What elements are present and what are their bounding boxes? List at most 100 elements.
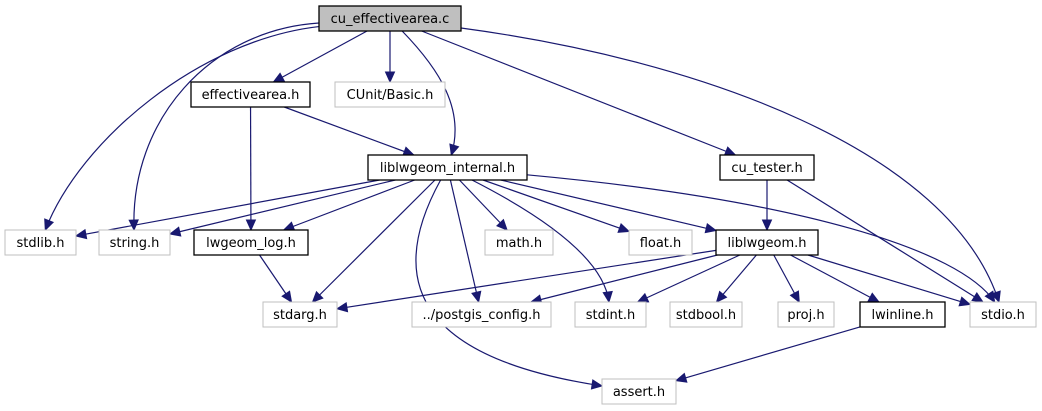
node-box [628, 229, 693, 256]
edge-liblwgeom-to-stdint [637, 254, 741, 303]
arrowhead-lwinline-to-assert [674, 372, 688, 383]
edge-internal-to-lwlog [283, 179, 415, 231]
node-assert: assert.h [601, 378, 677, 405]
node-label: stdint.h [586, 308, 635, 323]
node-cutester[interactable]: cu_tester.h [719, 154, 815, 181]
node-liblwgeom[interactable]: liblwgeom.h [715, 229, 819, 256]
node-label: liblwgeom_internal.h [380, 161, 515, 176]
edge-internal-to-stdint [471, 179, 610, 303]
edge-internal-to-liblwgeom [500, 179, 717, 232]
arrowhead-internal-to-assert [590, 379, 604, 390]
node-box [969, 301, 1037, 328]
node-label: ../postgis_config.h [422, 308, 540, 323]
node-box [367, 154, 528, 181]
edge-internal-to-float [482, 179, 630, 232]
node-label: CUnit/Basic.h [347, 88, 434, 103]
node-label: liblwgeom.h [728, 236, 807, 251]
node-float: float.h [628, 229, 693, 256]
arrowhead-lwlog-to-stdarg [281, 290, 293, 304]
node-internal[interactable]: liblwgeom_internal.h [367, 154, 528, 181]
node-label: stdarg.h [273, 308, 327, 323]
node-string: string.h [98, 229, 171, 256]
edge-internal-to-stdio [526, 174, 996, 303]
arrowhead-internal-to-stdint [602, 290, 613, 304]
node-label: stdbool.h [676, 308, 736, 323]
edge-liblwgeom-to-pgconfig [530, 254, 718, 303]
arrowhead-root-to-effectivearea [272, 72, 286, 83]
arrowhead-internal-to-stdarg [311, 290, 324, 303]
edge-root-to-string [133, 22, 320, 231]
node-box [601, 378, 677, 405]
node-lwlog[interactable]: lwgeom_log.h [193, 229, 309, 256]
node-label: stdlib.h [17, 236, 65, 251]
node-box [777, 301, 835, 328]
node-label: lwinline.h [872, 308, 934, 323]
arrowhead-root-to-stdlib [44, 218, 55, 232]
node-lwinline[interactable]: lwinline.h [859, 301, 946, 328]
node-label: proj.h [787, 308, 824, 323]
arrowhead-liblwgeom-to-proj [789, 290, 800, 304]
arrowhead-internal-to-stdlib [74, 228, 88, 240]
node-cunit: CUnit/Basic.h [334, 81, 446, 108]
arrowhead-cutester-to-liblwgeom [761, 219, 773, 232]
node-stdio: stdio.h [969, 301, 1037, 328]
node-stdlib: stdlib.h [4, 229, 77, 256]
edge-liblwgeom-to-stdarg [336, 249, 717, 310]
node-box [715, 229, 819, 256]
edge-liblwgeom-to-stdio [807, 254, 971, 306]
node-label: lwgeom_log.h [206, 236, 296, 251]
arrowhead-internal-to-pgconfig [471, 290, 482, 304]
node-box [4, 229, 77, 256]
arrowhead-liblwgeom-to-stdarg [335, 301, 349, 313]
arrowhead-root-to-cunit [384, 71, 396, 84]
node-label: stdio.h [981, 308, 1025, 323]
arrowhead-internal-to-math [496, 218, 508, 231]
arrowhead-internal-to-stdio [984, 290, 996, 304]
edge-root-to-effectivearea [273, 30, 368, 83]
edge-root-to-stdio [460, 27, 1000, 303]
edge-liblwgeom-to-lwinline [790, 254, 880, 303]
node-stdbool: stdbool.h [669, 301, 743, 328]
edge-internal-to-string [169, 179, 396, 235]
edges-layer [44, 22, 1001, 390]
node-label: float.h [640, 236, 682, 251]
node-box [262, 301, 338, 328]
node-box [411, 301, 552, 328]
node-label: string.h [110, 236, 160, 251]
node-label: effectivearea.h [202, 88, 300, 103]
edge-root-to-cutester [421, 30, 736, 156]
nodes-layer: cu_effectivearea.c effectivearea.h CUnit/B… [4, 5, 1037, 405]
node-box [190, 81, 311, 108]
arrowhead-effectivearea-to-lwlog [245, 219, 257, 232]
node-box [193, 229, 309, 256]
arrowhead-root-to-cutester [723, 146, 737, 157]
arrowhead-internal-to-string [168, 226, 182, 237]
edge-root-to-internal [401, 30, 456, 156]
node-pgconfig: ../postgis_config.h [411, 301, 552, 328]
edge-effectivearea-to-internal [284, 106, 414, 156]
node-label: cu_effectivearea.c [331, 12, 450, 27]
node-box [318, 5, 462, 32]
node-box [484, 229, 554, 256]
node-box [669, 301, 743, 328]
node-proj: proj.h [777, 301, 835, 328]
arrowhead-cutester-to-stdio [971, 291, 984, 303]
node-label: math.h [496, 236, 542, 251]
edge-cutester-to-stdio [786, 179, 984, 303]
arrowhead-internal-to-float [617, 222, 631, 233]
node-box [334, 81, 446, 108]
edge-internal-to-math [458, 179, 508, 231]
node-stdarg: stdarg.h [262, 301, 338, 328]
node-label: cu_tester.h [731, 161, 802, 176]
edge-root-to-stdlib [44, 25, 320, 231]
node-stdint: stdint.h [574, 301, 647, 328]
node-box [859, 301, 946, 328]
node-box [574, 301, 647, 328]
node-box [98, 229, 171, 256]
edge-lwinline-to-assert [675, 326, 861, 382]
node-effectivearea[interactable]: effectivearea.h [190, 81, 311, 108]
node-root[interactable]: cu_effectivearea.c [318, 5, 462, 32]
edge-internal-to-stdlib [75, 179, 380, 237]
arrowhead-liblwgeom-to-lwinline [867, 292, 881, 303]
